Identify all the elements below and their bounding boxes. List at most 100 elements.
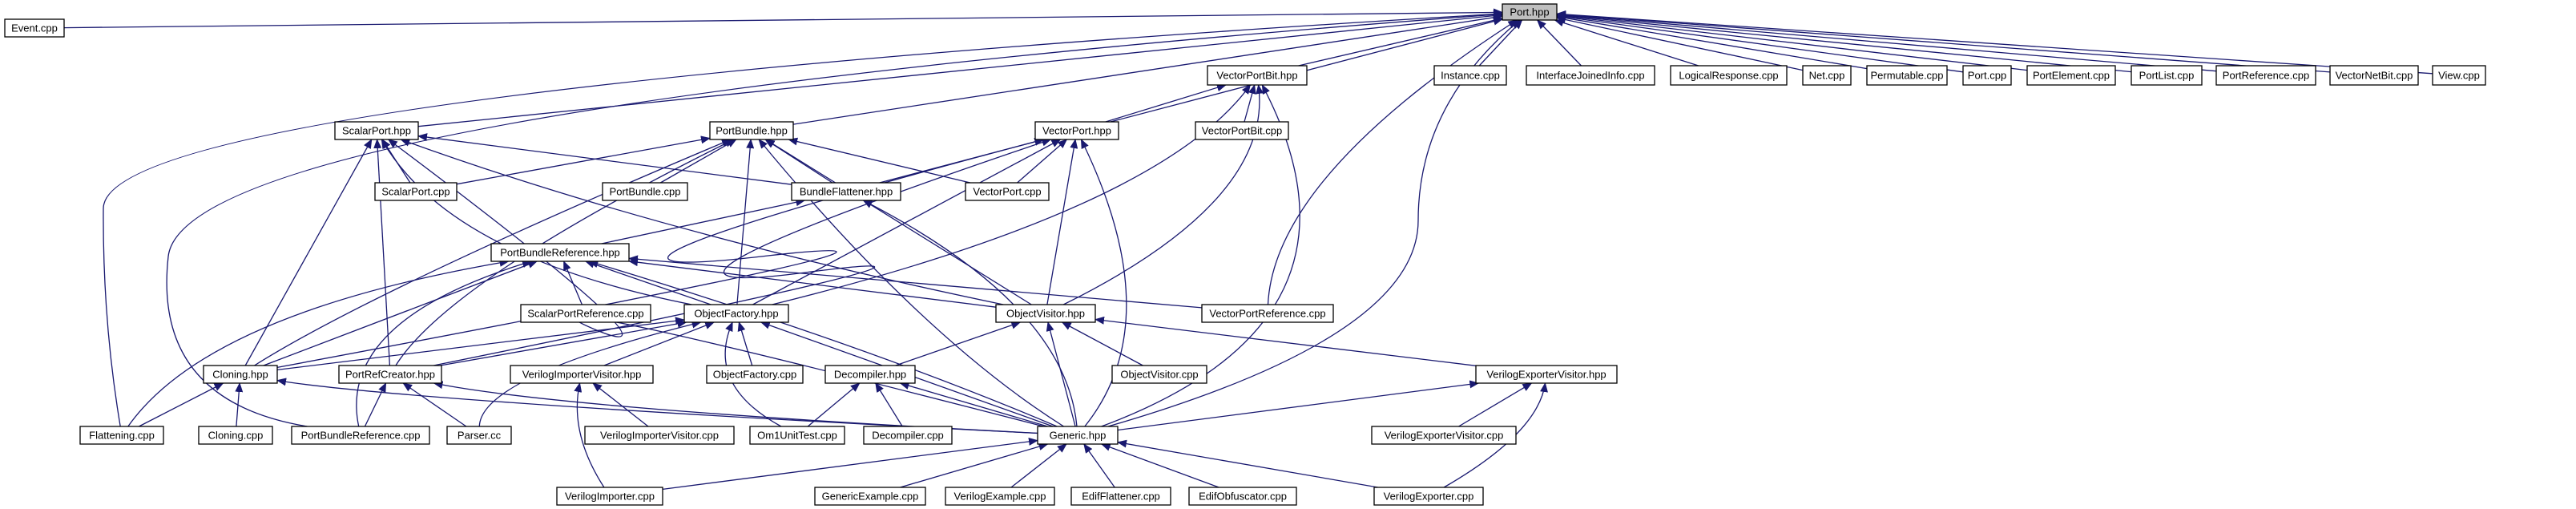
node-port-cpp[interactable]: Port.cpp	[1962, 65, 2012, 86]
edge-line	[235, 382, 244, 427]
node-generic-hpp[interactable]: Generic.hpp	[1037, 426, 1119, 445]
node-portbundle-cpp[interactable]: PortBundle.cpp	[602, 182, 688, 201]
node-port-hpp[interactable]: Port.hpp	[1502, 3, 1558, 21]
node-portlist-cpp[interactable]: PortList.cpp	[2131, 65, 2203, 86]
node-verilogexportervisitor-hpp[interactable]: VerilogExporterVisitor.hpp	[1475, 365, 1618, 384]
edge-line	[752, 139, 1062, 305]
edge-line	[1458, 382, 1533, 427]
edge-verilogexample_cpp-to-generic_hpp	[1010, 443, 1067, 488]
edge-line	[659, 139, 737, 184]
edge-line	[440, 319, 687, 366]
node-portbundlereference-cpp[interactable]: PortBundleReference.cpp	[291, 426, 430, 445]
node-box	[965, 182, 1050, 201]
node-decompiler-hpp[interactable]: Decompiler.hpp	[824, 365, 916, 384]
node-logicalresponse-cpp[interactable]: LogicalResponse.cpp	[1670, 65, 1788, 86]
node-scalarportreference-cpp[interactable]: ScalarPortReference.cpp	[520, 304, 651, 323]
edge-objectvisitor_hpp-to-portbundlereference_hpp	[628, 258, 997, 308]
node-verilogexample-cpp[interactable]: VerilogExample.cpp	[945, 487, 1055, 506]
edge-line	[792, 13, 1503, 125]
edge-verilogimportervisitor_hpp-to-objectfactory_hpp	[603, 321, 716, 366]
node-box	[1111, 365, 1207, 384]
node-label: ObjectFactory.hpp	[694, 308, 778, 320]
node-portbundlereference-hpp[interactable]: PortBundleReference.hpp	[490, 243, 630, 262]
node-genericexample-cpp[interactable]: GenericExample.cpp	[814, 487, 926, 506]
edge-line	[900, 442, 1049, 488]
node-view-cpp[interactable]: View.cpp	[2432, 65, 2486, 86]
node-box	[520, 304, 651, 323]
node-decompiler-cpp[interactable]: Decompiler.cpp	[863, 426, 953, 445]
edge-line	[456, 135, 711, 185]
node-net-cpp[interactable]: Net.cpp	[1802, 65, 1852, 86]
node-cloning-hpp[interactable]: Cloning.hpp	[203, 365, 278, 384]
edge-portelement_cpp-to-port_hpp	[1556, 12, 2028, 71]
edge-portrefcreator_hpp-to-objectfactory_hpp	[440, 319, 687, 366]
edge-line	[563, 261, 583, 305]
node-label: ObjectVisitor.cpp	[1120, 369, 1198, 381]
node-parser-cc[interactable]: Parser.cc	[446, 426, 512, 445]
node-label: PortBundleReference.cpp	[301, 430, 421, 442]
node-verilogimportervisitor-hpp[interactable]: VerilogImporterVisitor.hpp	[510, 365, 654, 384]
node-cloning-cpp[interactable]: Cloning.cpp	[198, 426, 273, 445]
node-vectorport-cpp[interactable]: VectorPort.cpp	[965, 182, 1050, 201]
node-vectorportreference-cpp[interactable]: VectorPortReference.cpp	[1201, 304, 1334, 323]
node-label: Cloning.hpp	[212, 369, 268, 381]
node-box	[1475, 365, 1618, 384]
node-event-cpp[interactable]: Event.cpp	[4, 18, 65, 38]
node-box	[706, 365, 804, 384]
edge-objectfactory_cpp-to-objectfactory_hpp	[737, 321, 753, 366]
edge-line	[276, 317, 685, 371]
edge-line	[1556, 14, 1868, 70]
node-scalarport-hpp[interactable]: ScalarPort.hpp	[334, 121, 419, 140]
edge-objectfactory_hpp-to-portbundle_hpp	[736, 139, 755, 305]
node-label: PortRefCreator.hpp	[345, 369, 435, 381]
node-objectfactory-cpp[interactable]: ObjectFactory.cpp	[706, 365, 804, 384]
node-om1unittest-cpp[interactable]: Om1UnitTest.cpp	[749, 426, 845, 445]
node-label: PortBundleReference.hpp	[500, 247, 620, 259]
node-vectorport-hpp[interactable]: VectorPort.hpp	[1034, 121, 1119, 140]
node-box	[1962, 65, 2012, 86]
node-objectfactory-hpp[interactable]: ObjectFactory.hpp	[683, 304, 789, 323]
node-box	[490, 243, 630, 262]
node-objectvisitor-hpp[interactable]: ObjectVisitor.hpp	[995, 304, 1096, 323]
node-verilogimporter-cpp[interactable]: VerilogImporter.cpp	[556, 487, 663, 506]
node-box	[1802, 65, 1852, 86]
node-verilogexportervisitor-cpp[interactable]: VerilogExporterVisitor.cpp	[1371, 426, 1517, 445]
node-box	[602, 182, 688, 201]
node-box	[1371, 426, 1517, 445]
dependency-edges	[63, 8, 2433, 491]
edge-line	[417, 11, 1503, 127]
node-verilogexporter-cpp[interactable]: VerilogExporter.cpp	[1373, 487, 1484, 506]
node-portelement-cpp[interactable]: PortElement.cpp	[2026, 65, 2116, 86]
edge-line	[254, 139, 732, 366]
node-permutable-cpp[interactable]: Permutable.cpp	[1866, 65, 1948, 86]
node-ediflattener-cpp[interactable]: EdifFlattener.cpp	[1070, 487, 1171, 506]
node-label: Cloning.cpp	[208, 430, 264, 442]
node-portrefcreator-hpp[interactable]: PortRefCreator.hpp	[338, 365, 442, 384]
node-interfacejoinedinfo-cpp[interactable]: InterfaceJoinedInfo.cpp	[1526, 65, 1655, 86]
edge-line	[433, 381, 1038, 434]
node-box	[1866, 65, 1948, 86]
node-bundleflattener-hpp[interactable]: BundleFlattener.hpp	[791, 182, 901, 201]
node-label: Generic.hpp	[1050, 430, 1107, 442]
edge-line	[381, 139, 692, 305]
node-objectvisitor-cpp[interactable]: ObjectVisitor.cpp	[1111, 365, 1207, 384]
node-flattening-cpp[interactable]: Flattening.cpp	[79, 426, 164, 445]
edge-generic_hpp-to-portbundlereference_hpp	[588, 260, 1058, 427]
node-edifobfuscator-cpp[interactable]: EdifObfuscator.cpp	[1188, 487, 1297, 506]
node-vectorportbit-hpp[interactable]: VectorPortBit.hpp	[1207, 65, 1308, 86]
node-vectorportbit-cpp[interactable]: VectorPortBit.cpp	[1195, 121, 1289, 140]
edge-line	[1061, 321, 1143, 366]
edge-objectvisitor_cpp-to-objectvisitor_hpp	[1061, 321, 1143, 366]
node-scalarport-cpp[interactable]: ScalarPort.cpp	[374, 182, 458, 201]
node-label: Flattening.cpp	[89, 430, 155, 442]
edge-line	[736, 139, 755, 305]
node-instance-cpp[interactable]: Instance.cpp	[1433, 65, 1507, 86]
node-box	[338, 365, 442, 384]
node-portreference-cpp[interactable]: PortReference.cpp	[2215, 65, 2316, 86]
edge-line	[417, 133, 792, 185]
node-verilogimportervisitor-cpp[interactable]: VerilogImporterVisitor.cpp	[584, 426, 735, 445]
node-box	[1433, 65, 1507, 86]
node-portbundle-hpp[interactable]: PortBundle.hpp	[709, 121, 794, 140]
node-vectornetbit-cpp[interactable]: VectorNetBit.cpp	[2329, 65, 2419, 86]
